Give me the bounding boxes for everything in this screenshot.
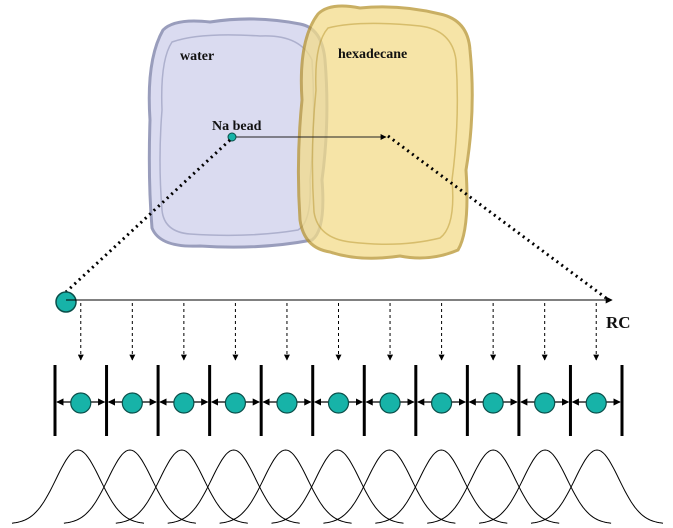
gaussian-curve [63,449,196,524]
window-bead [121,392,143,414]
zoom-line-left [64,138,232,294]
gaussian-distributions [11,449,664,524]
bead-label: Na bead [212,119,262,134]
window-bead [430,392,453,414]
hexadecane-label: hexadecane [338,47,407,62]
rc-label: RC [606,313,631,332]
gaussian-curve [427,449,560,524]
gaussian-curve [323,449,456,524]
window-bead [482,392,504,414]
window-boundaries [53,365,624,436]
rc-start-bead [55,291,77,313]
window-bead [379,392,401,414]
simulation-box: water hexadecane Na bead [147,4,474,260]
gaussian-curve [115,449,248,524]
window-bead [276,392,298,414]
gaussian-curve [167,449,300,524]
window-bead [70,392,92,414]
gaussian-curve [271,449,404,524]
window-beads [70,392,607,414]
hexadecane-slab [296,4,474,260]
drop-arrows [77,303,600,361]
water-label: water [180,49,214,64]
hexadecane-slab-inner [311,22,459,245]
gaussian-curve [530,449,664,524]
gaussian-curve [219,449,352,524]
gaussian-curve [11,449,145,524]
water-slab-inner [159,34,315,237]
window-bead [585,392,607,414]
window-bead [534,392,556,414]
window-bead [327,392,350,414]
window-bead [173,392,195,414]
gaussian-curve [479,449,612,524]
window-bead [224,392,247,414]
gaussian-curve [375,449,508,524]
